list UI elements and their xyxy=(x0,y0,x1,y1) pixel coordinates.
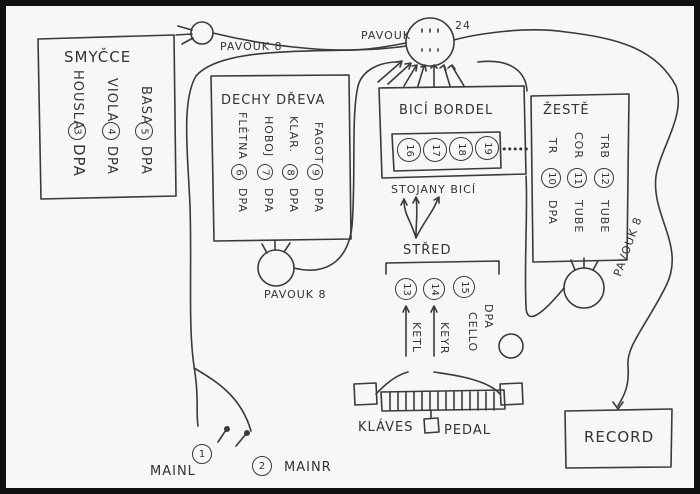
woodwinds-col-4-type: DPA xyxy=(236,188,249,213)
woodwinds-col-2-type: DPA xyxy=(287,188,300,213)
splitter-top-left-tails xyxy=(175,25,194,45)
splitter-woodwinds-label: PAVOUK 8 xyxy=(264,288,327,301)
center-title: STŘED xyxy=(403,243,452,258)
strings-col-3-type: DPA xyxy=(70,144,88,177)
pedal-box xyxy=(423,417,440,434)
splitter-woodwinds xyxy=(257,249,295,287)
splitter-main-pins xyxy=(421,28,439,52)
box-brass xyxy=(530,93,630,263)
stand-arrow-heads xyxy=(400,196,440,206)
splitter-brass-tails xyxy=(570,257,599,271)
percussion-row-frame xyxy=(391,131,502,172)
strings-col-1-mic: 5 xyxy=(135,122,153,140)
strings-col-1-type: DPA xyxy=(138,146,153,175)
percussion-more: ••••• xyxy=(501,143,529,156)
center-channel-2: 14 xyxy=(423,278,445,300)
keyboard-cable-right xyxy=(433,371,501,395)
brass-col-3-type: DPA xyxy=(546,200,559,225)
arrow-heads xyxy=(395,60,456,72)
cable-woodwinds-splitter xyxy=(293,61,399,271)
brass-col-2-type: TUBE xyxy=(572,200,585,234)
woodwinds-col-3-name: HOBOJ xyxy=(262,116,275,158)
main-right-mic: 2 xyxy=(252,456,272,476)
center-channel-3: 15 xyxy=(453,276,475,298)
record-label: RECORD xyxy=(584,428,655,446)
woodwinds-col-4-mic: 6 xyxy=(231,164,247,180)
brass-col-3-mic: 10 xyxy=(541,168,561,188)
keyboard-keys xyxy=(389,391,495,411)
percussion-channel: 19 xyxy=(475,136,499,160)
cable-to-mainr xyxy=(193,367,252,432)
main-right-label: MAINR xyxy=(284,460,332,475)
woodwinds-col-3-mic: 7 xyxy=(257,164,273,180)
center-channel-3-label: CELLO xyxy=(466,312,479,353)
woodwinds-col-2-name: KLAR. xyxy=(287,116,300,153)
woodwinds-col-3-type: DPA xyxy=(262,188,275,213)
strings-title: SMYČCE xyxy=(64,48,132,66)
percussion-channel: 16 xyxy=(397,138,421,162)
cello-stand-circle xyxy=(498,333,524,359)
strings-col-3-mic: 3 xyxy=(68,122,86,140)
main-mic-l-head xyxy=(224,426,230,432)
percussion-stands-label: STOJANY BICÍ xyxy=(391,183,477,196)
keyboard-speaker-left xyxy=(353,382,378,406)
brass-title: ŽESTĚ xyxy=(543,103,590,118)
woodwinds-title: DECHY DŘEVA xyxy=(221,93,326,108)
brass-col-1-mic: 12 xyxy=(594,168,614,188)
arrow-lines xyxy=(377,61,465,87)
center-arrows xyxy=(402,305,438,357)
main-left-label: MAINL xyxy=(150,464,196,479)
splitter-top-left xyxy=(190,21,214,45)
box-record xyxy=(564,408,673,469)
strings-col-1-name: BASA xyxy=(138,86,153,126)
brass-col-2-mic: 11 xyxy=(567,168,587,188)
splitter-top-left-label: PAVOUK 8 xyxy=(220,40,283,53)
center-channel-1-type: KETL xyxy=(410,322,423,354)
percussion-channel: 18 xyxy=(449,137,473,161)
strings-col-2-mic: 4 xyxy=(102,122,120,140)
box-woodwinds xyxy=(210,74,352,242)
keyboard-speaker-right xyxy=(499,382,524,406)
keyboard-cable-left xyxy=(375,371,409,395)
splitter-brass xyxy=(563,267,605,309)
main-mic-r-head xyxy=(244,430,250,436)
box-percussion xyxy=(378,85,527,179)
brass-col-2-name: COR xyxy=(572,132,585,159)
stand-arrows xyxy=(403,197,439,239)
record-arrow-head xyxy=(612,401,624,410)
box-strings xyxy=(37,34,177,200)
splitter-main-label: PAVOUK xyxy=(361,29,412,42)
strings-col-2-type: DPA xyxy=(104,146,119,175)
brass-col-3-name: TR xyxy=(546,138,559,155)
cable-brass-splitter xyxy=(524,175,565,318)
keys-label: KLÁVES xyxy=(358,420,414,435)
splitter-main-count: 24 xyxy=(455,19,471,32)
pedal-label: PEDAL xyxy=(444,423,491,438)
strings-col-2-name: VIOLA xyxy=(104,78,119,123)
main-mics xyxy=(217,429,247,447)
main-left-mic: 1 xyxy=(192,444,212,464)
brass-col-1-type: TUBE xyxy=(598,200,611,234)
percussion-title: BICÍ BORDEL xyxy=(399,103,494,118)
box-center xyxy=(385,260,500,275)
percussion-channel: 17 xyxy=(423,138,447,162)
woodwinds-col-1-type: DPA xyxy=(312,188,325,213)
splitter-woodwinds-tails xyxy=(261,239,291,254)
woodwinds-col-1-name: FAGOT xyxy=(312,122,325,164)
woodwinds-col-1-mic: 9 xyxy=(307,164,323,180)
woodwinds-col-2-mic: 8 xyxy=(282,164,298,180)
woodwinds-col-4-name: FLÉTNA xyxy=(236,112,249,160)
brass-col-1-name: TRB xyxy=(598,134,611,159)
cable-left-long xyxy=(185,45,407,427)
diagram-lines xyxy=(37,17,680,469)
center-channel-3-type: DPA xyxy=(482,304,495,329)
cable-main-right xyxy=(453,29,680,407)
center-channel-1: 13 xyxy=(395,278,417,300)
splitter-main xyxy=(405,17,455,67)
cable-percussion-loop xyxy=(477,60,528,92)
keyboard-body xyxy=(380,389,506,412)
center-channel-2-type: KEYR xyxy=(438,322,451,355)
